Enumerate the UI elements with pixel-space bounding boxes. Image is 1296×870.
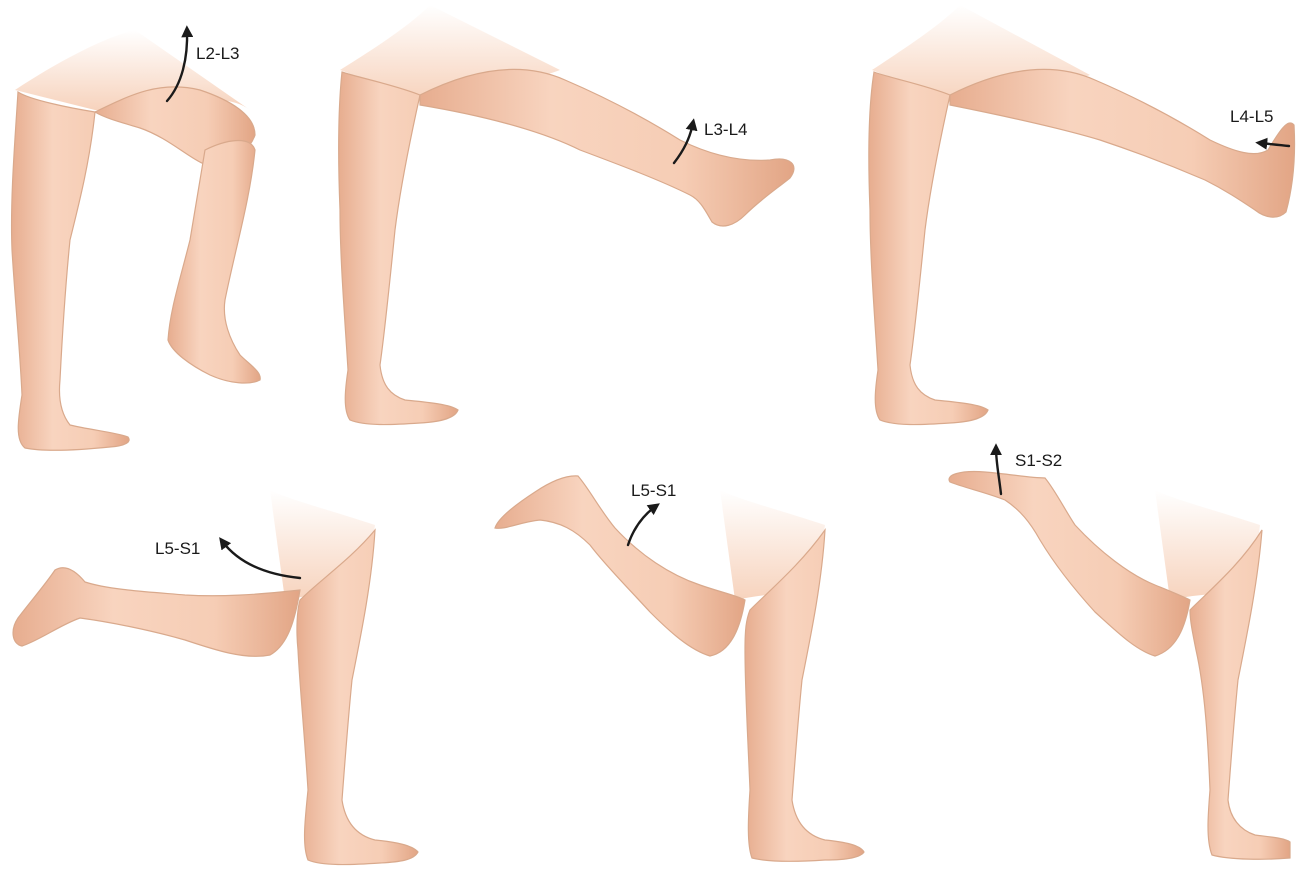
l3-l4-label: L3-L4	[704, 120, 747, 139]
panel-l3-l4: L3-L4	[339, 5, 794, 425]
l2-l3-label: L2-L3	[196, 44, 239, 63]
l5-s1-knee-label: L5-S1	[631, 481, 676, 500]
extended-leg	[950, 69, 1295, 217]
standing-leg	[869, 72, 988, 425]
s1-s2-label: S1-S2	[1015, 451, 1062, 470]
panel-l5-s1-hip: L5-S1	[13, 490, 418, 865]
standing-leg	[12, 92, 130, 450]
standing-leg	[339, 72, 458, 425]
panel-l5-s1-knee: L5-S1	[495, 476, 864, 861]
extended-leg	[420, 69, 794, 226]
extended-back-leg	[13, 568, 300, 657]
l4-l5-label: L4-L5	[1230, 107, 1273, 126]
flexed-leg	[949, 472, 1190, 656]
panel-s1-s2: S1-S2	[949, 448, 1290, 859]
bent-leg-shin	[168, 141, 260, 383]
panel-l2-l3: L2-L3	[12, 30, 261, 450]
panel-l4-l5: L4-L5	[869, 5, 1295, 425]
l5-s1-hip-label: L5-S1	[155, 539, 200, 558]
flexed-leg	[495, 476, 745, 656]
l5-s1-knee-arrow	[628, 506, 656, 545]
